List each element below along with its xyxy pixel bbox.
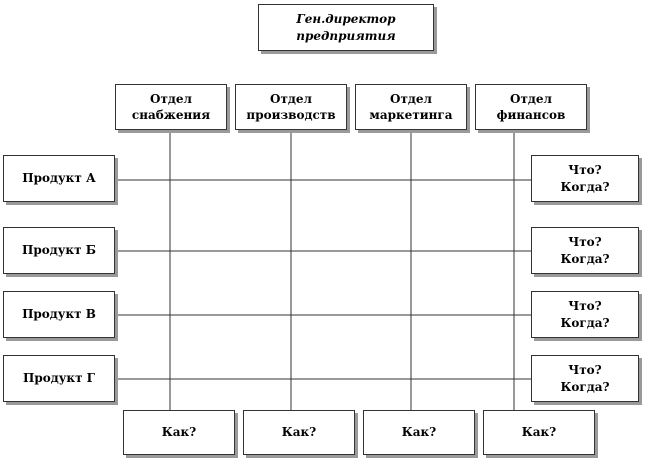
product-box-a: Продукт А: [3, 155, 115, 202]
question-box-bottom-1: Как?: [123, 410, 235, 455]
question-box-right-4: Что? Когда?: [531, 355, 639, 402]
department-box-finance: Отдел финансов: [475, 84, 587, 130]
question-label: Что? Когда?: [560, 363, 610, 394]
question-label: Как?: [161, 425, 197, 440]
question-box-bottom-3: Как?: [363, 410, 475, 455]
product-box-g: Продукт Г: [3, 355, 115, 402]
product-label: Продукт В: [22, 307, 96, 322]
department-label: Отдел снабжения: [131, 91, 211, 122]
question-box-bottom-2: Как?: [243, 410, 355, 455]
question-box-right-1: Что? Когда?: [531, 155, 639, 202]
product-label: Продукт Г: [23, 371, 95, 386]
question-label: Что? Когда?: [560, 235, 610, 266]
department-label: Отдел маркетинга: [369, 91, 453, 122]
question-label: Как?: [401, 425, 437, 440]
department-label: Отдел финансов: [496, 91, 566, 122]
department-label: Отдел производств: [246, 91, 336, 122]
product-box-b: Продукт Б: [3, 227, 115, 274]
product-label: Продукт А: [22, 171, 96, 186]
question-box-right-2: Что? Когда?: [531, 227, 639, 274]
question-box-right-3: Что? Когда?: [531, 291, 639, 338]
director-label: Ген.директор предприятия: [296, 12, 396, 43]
product-label: Продукт Б: [22, 243, 96, 258]
question-box-bottom-4: Как?: [483, 410, 595, 455]
question-label: Что? Когда?: [560, 163, 610, 194]
question-label: Как?: [521, 425, 557, 440]
director-box: Ген.директор предприятия: [258, 4, 434, 51]
department-box-marketing: Отдел маркетинга: [355, 84, 467, 130]
department-box-supply: Отдел снабжения: [115, 84, 227, 130]
product-box-v: Продукт В: [3, 291, 115, 338]
question-label: Как?: [281, 425, 317, 440]
department-box-production: Отдел производств: [235, 84, 347, 130]
question-label: Что? Когда?: [560, 299, 610, 330]
